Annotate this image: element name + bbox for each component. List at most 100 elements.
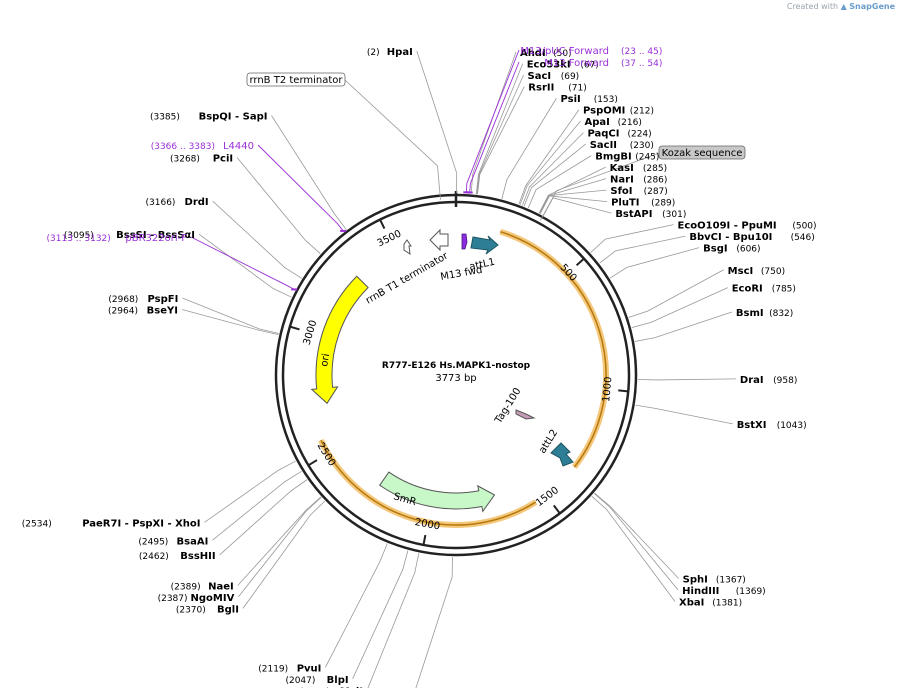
leader-36 (204, 460, 296, 523)
site-6[interactable]: PspOMI(212) (583, 106, 654, 117)
site-42[interactable]: BspQI - SapI(3385) (150, 112, 268, 123)
site-24[interactable]: SphI(1367) (683, 575, 746, 586)
site-19[interactable]: MscI(750) (728, 266, 785, 277)
leader-3 (476, 74, 524, 195)
leader-28 (367, 553, 420, 688)
site-name: BsgI (703, 244, 727, 255)
primer-leader-2 (257, 144, 344, 232)
site-17[interactable]: BbvCI - Bpu10I(546) (689, 232, 814, 243)
site-pos: (67) (580, 61, 598, 71)
site-10[interactable]: BmgBI(245) (595, 152, 659, 163)
boxed-label-text: Kozak sequence (662, 148, 743, 159)
leader-38 (182, 297, 279, 334)
site-pos: (2968) (108, 295, 138, 305)
site-7[interactable]: ApaI(216) (584, 117, 641, 128)
site-pos: (3166) (146, 198, 176, 208)
site-9[interactable]: SacII(230) (590, 140, 654, 151)
site-0[interactable]: HpaI(2) (367, 47, 413, 58)
site-name: BspQI - SapI (199, 112, 268, 123)
site-8[interactable]: PaqCI(224) (587, 129, 651, 140)
site-2[interactable]: Eco53kI(67) (527, 60, 599, 71)
site-pos: (2370) (176, 605, 206, 615)
m13-fwd-feature[interactable] (461, 233, 468, 250)
site-5[interactable]: PsiI(153) (560, 94, 617, 105)
site-14[interactable]: PluTI(289) (611, 198, 675, 209)
rrnb-t1-terminator-feature[interactable] (429, 228, 449, 252)
site-23[interactable]: BstXI(1043) (737, 420, 807, 431)
leader-19 (628, 269, 724, 318)
site-32[interactable]: NgoMIV(2387) (158, 593, 235, 604)
site-name: PspOMI (583, 106, 625, 117)
site-31[interactable]: BglI (2370) (176, 604, 239, 615)
site-pos: (2964) (108, 306, 138, 316)
site-name: PvuI (297, 663, 322, 674)
boxed-label-frame (246, 72, 346, 87)
plasmid-name: R777-E126 Hs.MAPK1-nostop (382, 361, 531, 371)
site-36[interactable]: PaeR7I - PspXI - XhoI(2534) (22, 518, 201, 529)
site-pos: (1369) (736, 587, 766, 597)
leader-32 (238, 497, 322, 598)
site-13[interactable]: SfoI(287) (610, 186, 667, 197)
site-15[interactable]: BstAPI(301) (615, 209, 686, 220)
site-20[interactable]: EcoRI(785) (732, 284, 796, 295)
site-22[interactable]: DraI(958) (740, 375, 797, 386)
primer-0[interactable]: M13/pUC Forward(23 .. 45) (520, 46, 662, 57)
site-1[interactable]: AhdI(50) (520, 48, 572, 59)
primer-name: M13/pUC Forward (520, 46, 609, 57)
primer-3[interactable]: pBR322ori-F(3113 .. 3132) (47, 233, 188, 244)
primer-leader-0 (465, 49, 520, 193)
site-39[interactable]: BssSI - BssSαI(3095) (64, 230, 195, 241)
site-18[interactable]: BsgI(606) (703, 244, 760, 255)
leader-5 (501, 97, 557, 199)
site-12[interactable]: NarI(286) (610, 175, 667, 186)
leader-23 (635, 404, 733, 425)
site-16[interactable]: EcoO109I - PpuMI(500) (678, 221, 817, 232)
leader-8 (521, 132, 584, 206)
site-pos: (750) (761, 267, 785, 277)
site-38[interactable]: PspFI(2968) (108, 294, 178, 305)
site-11[interactable]: KasI(285) (610, 163, 667, 174)
leader-14 (539, 195, 608, 214)
site-pos: (2389) (171, 582, 201, 592)
attl1-feature[interactable] (470, 235, 499, 255)
ori-feature[interactable] (310, 275, 369, 405)
boxed-label-1[interactable]: Kozak sequence (658, 145, 746, 160)
site-name: NarI (610, 175, 634, 186)
leader-34 (219, 479, 308, 556)
site-26[interactable]: XbaI(1381) (679, 598, 742, 609)
primer-1[interactable]: M13 Forward(37 .. 54) (544, 58, 662, 69)
site-4[interactable]: RsrII(71) (528, 83, 586, 94)
tick-3000 (289, 325, 300, 331)
primer-name: pBR322ori-F (125, 233, 187, 244)
smr-feature[interactable] (379, 471, 496, 513)
site-35[interactable]: BsaAI(2495) (138, 536, 208, 547)
site-21[interactable]: BsmI(832) (736, 308, 793, 319)
attl2-feature[interactable] (550, 442, 574, 467)
orf-arc-2-line (320, 439, 537, 526)
site-pos: (2119) (258, 664, 288, 674)
primer-2[interactable]: L4440(3366 .. 3383) (151, 141, 254, 152)
features (310, 228, 574, 513)
tag-100-feature[interactable] (515, 409, 536, 420)
leader-22 (637, 378, 736, 381)
leader-26 (591, 495, 676, 602)
site-29[interactable]: BlpI(2047) (285, 675, 348, 686)
site-37[interactable]: BseYI(2964) (108, 305, 178, 316)
site-25[interactable]: HindIII(1369) (682, 586, 766, 597)
rrnb-t2-terminator-feature[interactable] (403, 239, 412, 256)
tick-3500 (379, 219, 386, 229)
site-30[interactable]: PvuI (2119) (258, 663, 321, 674)
credit-brand: SnapGene (849, 2, 895, 11)
orf-arc-2[interactable] (318, 438, 538, 528)
primer-name: M13 Forward (544, 58, 609, 69)
site-33[interactable]: NaeI(2389) (171, 581, 234, 592)
boxed-label-0[interactable]: rrnB T2 terminator (246, 72, 346, 87)
leader-6 (518, 109, 580, 205)
site-name: BglI (217, 604, 239, 615)
site-41[interactable]: PciI(3268) (170, 154, 233, 165)
leader-9 (523, 143, 586, 207)
site-40[interactable]: DrdI(3166) (146, 197, 209, 208)
site-3[interactable]: SacI(69) (528, 71, 580, 82)
site-34[interactable]: BssHII(2462) (139, 551, 216, 562)
